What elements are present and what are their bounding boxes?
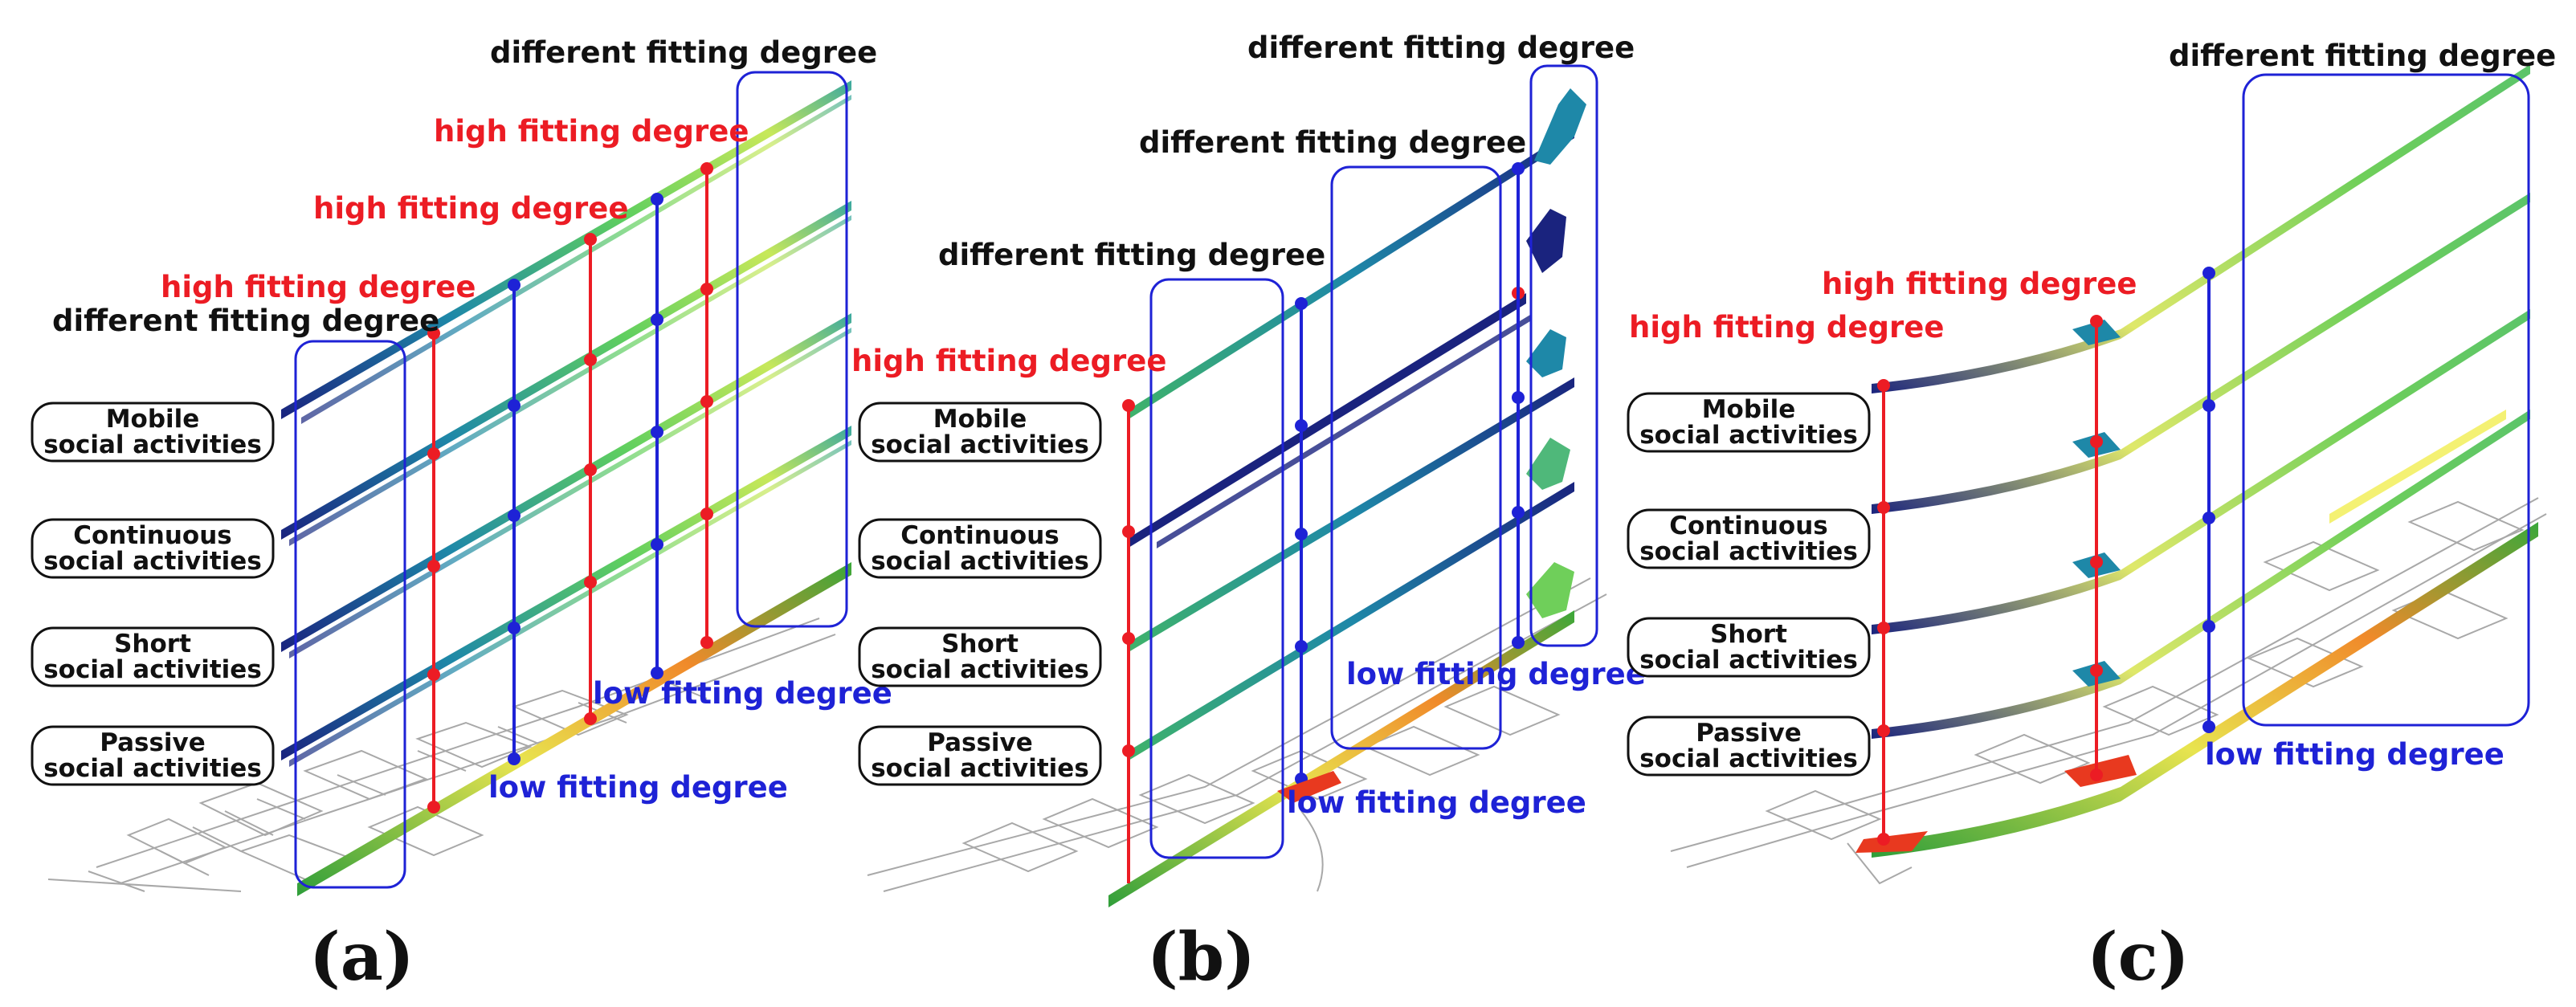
panel-c-layer-short [1872, 309, 2530, 634]
svg-text:Continuous: Continuous [900, 521, 1059, 550]
panel-b-layers [1108, 128, 1574, 907]
panel-a-low-2: low fitting degree [488, 770, 788, 805]
panel-b-low-1: low fitting degree [1346, 657, 1646, 691]
panel-b-layer-continuous-dark-2 [1157, 315, 1530, 548]
panel-a-layer-mobile-2 [301, 95, 851, 424]
panel-a-layer-short-2 [289, 328, 851, 658]
svg-text:social activities: social activities [43, 547, 262, 576]
panel-c-red-dots [1877, 315, 2103, 846]
panel-c-different-1: different fitting degree [2169, 39, 2556, 73]
panel-b-label: (b) [1147, 919, 1255, 996]
svg-text:Short: Short [114, 630, 191, 658]
panel-b-layer-continuous-dark [1129, 293, 1526, 548]
panel-a-blue-dots [508, 193, 663, 765]
panel-a-pill-short: Short social activities [31, 626, 275, 687]
panel-b-box-2 [1330, 165, 1502, 750]
panel-b-layer-short [1129, 377, 1574, 652]
panel-a-label: (a) [309, 919, 414, 996]
panel-b-different-2: different fitting degree [1139, 125, 1526, 160]
svg-text:social activities: social activities [1639, 646, 1858, 675]
panel-b-pill-continuous: Continuous social activities [858, 518, 1102, 579]
svg-text:social activities: social activities [871, 547, 1089, 576]
panel-b-blue-links [1300, 169, 1520, 779]
panel-c-layer-continuous [1872, 193, 2530, 514]
panel-b-pill-short: Short social activities [858, 626, 1102, 687]
panel-a-layer-passive-2 [289, 440, 851, 767]
panel-b-different-1: different fitting degree [1247, 31, 1635, 65]
svg-text:Continuous: Continuous [1669, 512, 1828, 540]
panel-b-high-1: high fitting degree [851, 344, 1166, 378]
svg-text:social activities: social activities [43, 754, 262, 783]
panel-c-layers [1872, 64, 2538, 858]
panel-a: Mobile social activities Continuous soci… [31, 35, 892, 996]
panel-b-layer-passive [1129, 482, 1574, 760]
panel-a-pill-mobile-line2: social activities [43, 430, 262, 459]
panel-a-pill-mobile: Mobile social activities [31, 402, 275, 463]
panel-a-different-top: different fitting degree [490, 35, 877, 70]
panel-a-box-right [736, 71, 848, 628]
panel-b-red-dots [1122, 287, 1525, 757]
svg-text:Continuous: Continuous [73, 521, 232, 550]
panel-c-low-1: low fitting degree [2205, 737, 2505, 772]
panel-c-layer-yellow [2329, 410, 2506, 524]
panel-a-high-1: high fitting degree [434, 114, 749, 149]
svg-text:social activities: social activities [1639, 744, 1858, 773]
svg-text:social activities: social activities [871, 754, 1089, 783]
svg-text:Short: Short [1710, 620, 1787, 649]
panel-a-high-3: high fitting degree [161, 270, 476, 304]
panel-b-pill-passive: Passive social activities [858, 725, 1102, 786]
svg-text:Passive: Passive [1696, 719, 1802, 748]
panel-c-label: (c) [2087, 919, 2190, 996]
panel-c-box-right [2242, 73, 2530, 727]
panel-b-city-map [867, 577, 1607, 892]
panel-b-hotspot [1277, 771, 1341, 803]
panel-b-blobs [1526, 88, 1586, 618]
panel-c-pill-short: Short social activities [1627, 617, 1871, 678]
panel-a-layer-continuous-2 [289, 215, 851, 546]
svg-text:Short: Short [941, 630, 1019, 658]
panel-c-layer-base [1872, 522, 2538, 858]
panel-c-pill-continuous: Continuous social activities [1627, 508, 1871, 569]
panel-b-low-2: low fitting degree [1287, 785, 1586, 820]
panel-c-high-2: high fitting degree [1629, 310, 1944, 344]
svg-text:Passive: Passive [927, 728, 1033, 757]
panel-c-pill-mobile: Mobile social activities [1627, 392, 1871, 453]
panel-c-layer-mobile [1872, 64, 2530, 393]
panel-c-high-1: high fitting degree [1822, 267, 2137, 301]
panel-b-layer-base [1108, 610, 1574, 907]
panel-b-pill-mobile: Mobile social activities [858, 402, 1102, 463]
panel-c-blue-dots [2202, 267, 2215, 733]
panel-b-different-3: different fitting degree [938, 238, 1325, 272]
panel-b-layer-mobile [1129, 128, 1574, 419]
panel-c-city-map [1670, 497, 2547, 885]
svg-text:Passive: Passive [100, 728, 206, 757]
svg-text:social activities: social activities [871, 655, 1089, 684]
panel-a-pill-mobile-line1: Mobile [106, 405, 200, 434]
panel-a-pill-continuous: Continuous social activities [31, 518, 275, 579]
svg-text:social activities: social activities [1639, 537, 1858, 566]
panel-a-layer-base [297, 562, 851, 896]
panel-c-pill-passive: Passive social activities [1627, 716, 1871, 777]
panel-a-low-1: low fitting degree [593, 676, 892, 711]
svg-text:social activities: social activities [43, 655, 262, 684]
svg-text:social activities: social activities [871, 430, 1089, 459]
panel-b-box-3 [1529, 64, 1598, 647]
panel-b-blue-dots [1295, 162, 1525, 785]
panel-a-high-2: high fitting degree [313, 191, 628, 226]
svg-text:social activities: social activities [1639, 421, 1858, 450]
svg-text:Mobile: Mobile [933, 405, 1027, 434]
panel-a-pill-passive: Passive social activities [31, 725, 275, 786]
panel-a-different-left: different fitting degree [52, 304, 439, 338]
panel-b-box-1 [1149, 278, 1284, 859]
panel-a-box-left [294, 340, 406, 889]
panel-c: Mobile social activities Continuous soci… [1627, 39, 2556, 996]
svg-text:Mobile: Mobile [1702, 395, 1796, 424]
panel-c-red-links [1882, 321, 2098, 839]
panel-a-red-dots [427, 162, 713, 813]
panel-b: Mobile social activities Continuous soci… [851, 31, 1646, 996]
